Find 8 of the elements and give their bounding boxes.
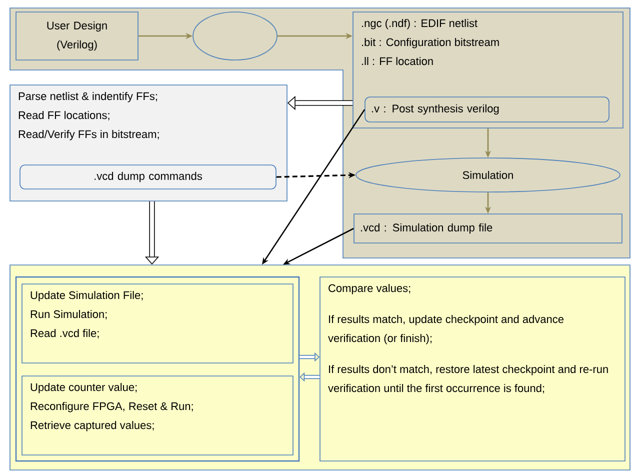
process-box: Update Simulation File; Run Simulation; Read .vcd file; — [22, 284, 294, 364]
process-box: User Design (Verilog) — [16, 12, 138, 60]
command-box: .vcd dump commands — [20, 164, 276, 190]
process-box: Update counter value; Reconfigure FPGA, Reset & Run; Retrieve captured values; — [22, 376, 294, 456]
tool-ellipse — [192, 12, 278, 60]
decision-box: Compare values; If results match, update checkpoint and advance verification (or finish); If results don’t match, restore latest checkpoint and re-run verification until the first occurrence is found; — [320, 276, 626, 462]
file-box: .vcd : Simulation dump file — [354, 214, 622, 244]
file-box: .v : Post synthesis verilog — [364, 96, 610, 122]
